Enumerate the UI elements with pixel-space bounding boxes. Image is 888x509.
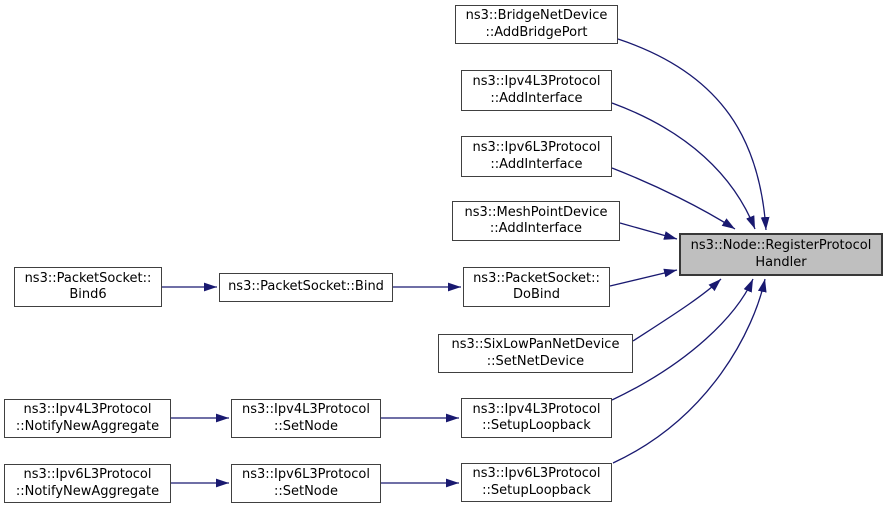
- node-packetsocket-bind6[interactable]: ns3::PacketSocket:: Bind6: [14, 267, 162, 307]
- edge-ipv4loopback-to-handler: [611, 278, 754, 401]
- edge-ipv6loopback-to-handler: [612, 278, 767, 464]
- node-packetsocket-bind[interactable]: ns3::PacketSocket::Bind: [219, 273, 393, 302]
- node-ipv6l3protocol-setuploopback[interactable]: ns3::Ipv6L3Protocol ::SetupLoopback: [461, 463, 612, 502]
- node-ipv4l3protocol-setuploopback[interactable]: ns3::Ipv4L3Protocol ::SetupLoopback: [461, 398, 612, 438]
- node-bridgenetdevice-addbridgeport[interactable]: ns3::BridgeNetDevice ::AddBridgePort: [455, 5, 618, 44]
- node-ipv4l3protocol-addinterface[interactable]: ns3::Ipv4L3Protocol ::AddInterface: [461, 70, 612, 111]
- node-packetsocket-dobind[interactable]: ns3::PacketSocket:: DoBind: [463, 267, 610, 307]
- edge-bridge-to-handler: [617, 38, 770, 231]
- edge-ipv6add-to-handler: [611, 167, 736, 230]
- node-ipv4l3protocol-notifynewaggregate[interactable]: ns3::Ipv4L3Protocol ::NotifyNewAggregate: [4, 399, 171, 438]
- node-ipv4l3protocol-setnode[interactable]: ns3::Ipv4L3Protocol ::SetNode: [231, 399, 381, 438]
- edge-ipv4add-to-handler: [611, 102, 756, 230]
- node-ipv6l3protocol-addinterface[interactable]: ns3::Ipv6L3Protocol ::AddInterface: [461, 136, 612, 177]
- edge-mesh-to-handler: [619, 222, 678, 240]
- node-ipv6l3protocol-setnode[interactable]: ns3::Ipv6L3Protocol ::SetNode: [231, 464, 381, 503]
- node-node-registerprotocolhandler: ns3::Node::RegisterProtocol Handler: [679, 233, 883, 276]
- node-sixlowpannetdevice-setnetdevice[interactable]: ns3::SixLowPanNetDevice ::SetNetDevice: [438, 334, 633, 373]
- node-ipv6l3protocol-notifynewaggregate[interactable]: ns3::Ipv6L3Protocol ::NotifyNewAggregate: [4, 464, 171, 503]
- edge-dobind-to-handler: [609, 268, 678, 287]
- node-meshpointdevice-addinterface[interactable]: ns3::MeshPointDevice ::AddInterface: [452, 201, 620, 241]
- edge-sixlowpan-to-handler: [632, 278, 722, 342]
